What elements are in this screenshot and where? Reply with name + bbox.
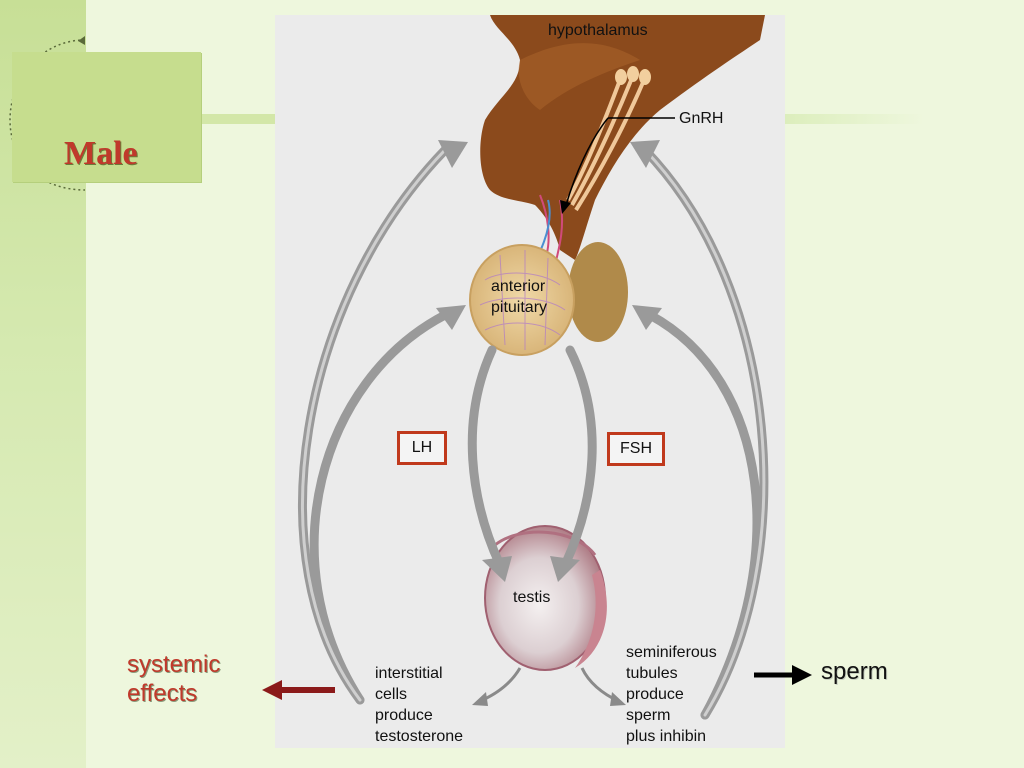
hypothalamus-label: hypothalamus bbox=[548, 22, 648, 39]
gnrh-label: GnRH bbox=[679, 110, 724, 127]
seminiferous-line1: seminiferous bbox=[626, 644, 717, 661]
title-box bbox=[12, 52, 201, 182]
seminiferous-line2: tubules bbox=[626, 665, 678, 682]
interstitial-line2: cells bbox=[375, 686, 408, 703]
anterior-pituitary-label-line1: anterior bbox=[491, 278, 546, 295]
systemic-effects-label-line1: systemic bbox=[127, 651, 221, 678]
title-connector-line bbox=[201, 114, 275, 124]
testis-label: testis bbox=[513, 589, 551, 606]
slide-title: Male bbox=[64, 135, 138, 172]
sperm-label: sperm bbox=[821, 658, 888, 685]
arrowhead bbox=[482, 556, 512, 582]
arrowhead bbox=[632, 305, 662, 330]
arrowhead bbox=[438, 140, 468, 168]
posterior-pituitary bbox=[568, 242, 628, 342]
title-connector-line-right bbox=[784, 114, 924, 124]
interstitial-line1: interstitial bbox=[375, 665, 443, 682]
fsh-label-box: FSH bbox=[607, 432, 665, 466]
interstitial-line3: produce bbox=[375, 707, 433, 724]
arrowhead bbox=[630, 140, 660, 168]
arrowhead bbox=[436, 305, 466, 330]
systemic-effects-label-line2: effects bbox=[127, 680, 198, 707]
lh-label-box: LH bbox=[397, 431, 447, 465]
anterior-pituitary-label-line2: pituitary bbox=[491, 299, 548, 316]
interstitial-line4: testosterone bbox=[375, 728, 464, 745]
arrowhead bbox=[550, 556, 580, 582]
seminiferous-line5: plus inhibin bbox=[626, 728, 707, 745]
seminiferous-line4: sperm bbox=[626, 707, 671, 724]
seminiferous-line3: produce bbox=[626, 686, 684, 703]
